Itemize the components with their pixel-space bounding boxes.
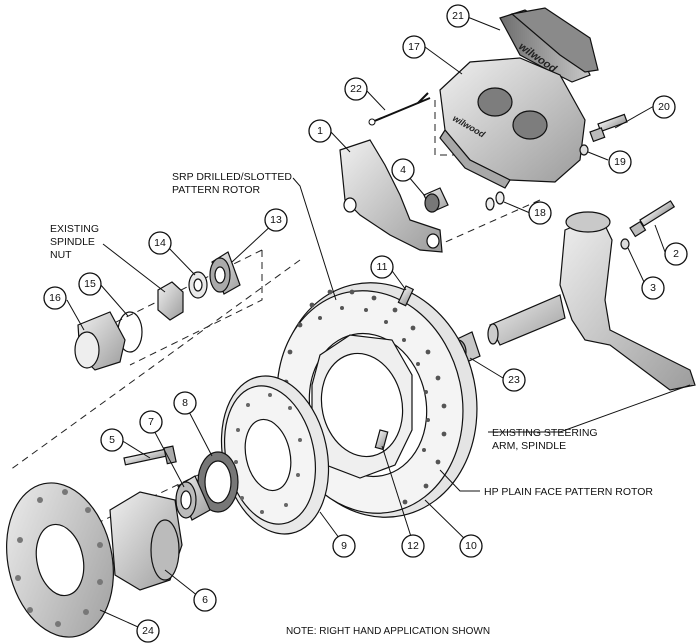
inner-bearing xyxy=(175,475,211,521)
srp-rotor-label-line2: PATTERN ROTOR xyxy=(172,184,261,196)
svg-text:17: 17 xyxy=(408,41,420,53)
svg-text:11: 11 xyxy=(377,261,388,273)
svg-text:2: 2 xyxy=(673,248,679,260)
callout-23: 23 xyxy=(502,368,526,392)
bracket-bolt xyxy=(629,200,676,238)
callout-11: 11 xyxy=(370,255,394,279)
svg-text:3: 3 xyxy=(650,282,656,294)
wheel-stud xyxy=(123,445,177,466)
svg-text:16: 16 xyxy=(49,292,61,304)
svg-text:13: 13 xyxy=(270,214,282,226)
svg-text:12: 12 xyxy=(407,540,419,552)
spindle-nut-label-line3: NUT xyxy=(50,249,72,261)
svg-text:20: 20 xyxy=(658,101,670,113)
callout-24: 24 xyxy=(136,619,160,643)
svg-text:24: 24 xyxy=(142,625,154,637)
callout-9: 9 xyxy=(332,534,356,558)
svg-text:21: 21 xyxy=(452,10,464,22)
leader-lines xyxy=(66,15,691,632)
callouts: 21 17 22 20 19 1 4 18 2 3 11 23 13 14 15… xyxy=(43,4,688,643)
hub-flange xyxy=(6,482,114,638)
callout-8: 8 xyxy=(173,391,197,415)
existing-spindle xyxy=(487,211,696,391)
callout-12: 12 xyxy=(401,534,425,558)
callout-2: 2 xyxy=(664,242,688,266)
callout-19: 19 xyxy=(608,150,632,174)
outer-bearing xyxy=(209,251,241,295)
caliper-bolt xyxy=(589,113,628,143)
brake-pads: wilwood xyxy=(499,7,599,83)
dust-cap xyxy=(74,311,126,371)
hp-rotor-label: HP PLAIN FACE PATTERN ROTOR xyxy=(484,486,653,498)
callout-17: 17 xyxy=(402,35,426,59)
callout-7: 7 xyxy=(139,410,163,434)
callout-13: 13 xyxy=(264,208,288,232)
svg-text:9: 9 xyxy=(341,540,347,552)
callout-4: 4 xyxy=(391,158,415,182)
pad-retaining-pin xyxy=(368,92,431,126)
svg-text:22: 22 xyxy=(350,83,362,95)
callout-18: 18 xyxy=(528,201,552,225)
text-labels: SRP DRILLED/SLOTTED PATTERN ROTOR EXISTI… xyxy=(50,171,653,637)
srp-rotor-label-line1: SRP DRILLED/SLOTTED xyxy=(172,171,292,183)
svg-text:1: 1 xyxy=(317,125,323,137)
spindle-nut-label-line2: SPINDLE xyxy=(50,236,95,248)
callout-22: 22 xyxy=(344,77,368,101)
svg-text:15: 15 xyxy=(84,278,96,290)
hat-stud xyxy=(374,429,389,451)
callout-20: 20 xyxy=(652,95,676,119)
callout-21: 21 xyxy=(446,4,470,28)
svg-text:6: 6 xyxy=(202,594,208,606)
svg-text:4: 4 xyxy=(400,164,406,176)
callout-3: 3 xyxy=(641,276,665,300)
application-note: NOTE: RIGHT HAND APPLICATION SHOWN xyxy=(286,626,490,637)
callout-16: 16 xyxy=(43,286,67,310)
steering-label-line1: EXISTING STEERING xyxy=(492,427,598,439)
caliper-washer xyxy=(579,144,589,156)
svg-text:19: 19 xyxy=(614,156,626,168)
caliper-bracket xyxy=(339,139,443,253)
hp-plain-face-rotor xyxy=(220,375,330,535)
spindle-nut-label-line1: EXISTING xyxy=(50,223,99,235)
callout-14: 14 xyxy=(148,231,172,255)
shim-washers xyxy=(485,191,505,211)
svg-text:8: 8 xyxy=(182,397,188,409)
bracket-washer xyxy=(620,238,630,250)
spindle-washer xyxy=(188,271,208,299)
callout-1: 1 xyxy=(308,119,332,143)
callout-5: 5 xyxy=(100,428,124,452)
svg-text:18: 18 xyxy=(534,207,546,219)
svg-text:5: 5 xyxy=(109,434,115,446)
callout-6: 6 xyxy=(193,588,217,612)
svg-text:7: 7 xyxy=(148,416,154,428)
steering-label-line2: ARM, SPINDLE xyxy=(492,440,566,452)
caliper: wilwood xyxy=(439,57,586,189)
rotor-bolt xyxy=(397,285,415,307)
callout-10: 10 xyxy=(459,534,483,558)
svg-text:14: 14 xyxy=(154,237,166,249)
spacer xyxy=(423,187,449,213)
hub xyxy=(109,491,183,591)
spindle-nut xyxy=(157,281,184,321)
callout-15: 15 xyxy=(78,272,102,296)
svg-text:23: 23 xyxy=(508,374,520,386)
svg-text:10: 10 xyxy=(465,540,477,552)
